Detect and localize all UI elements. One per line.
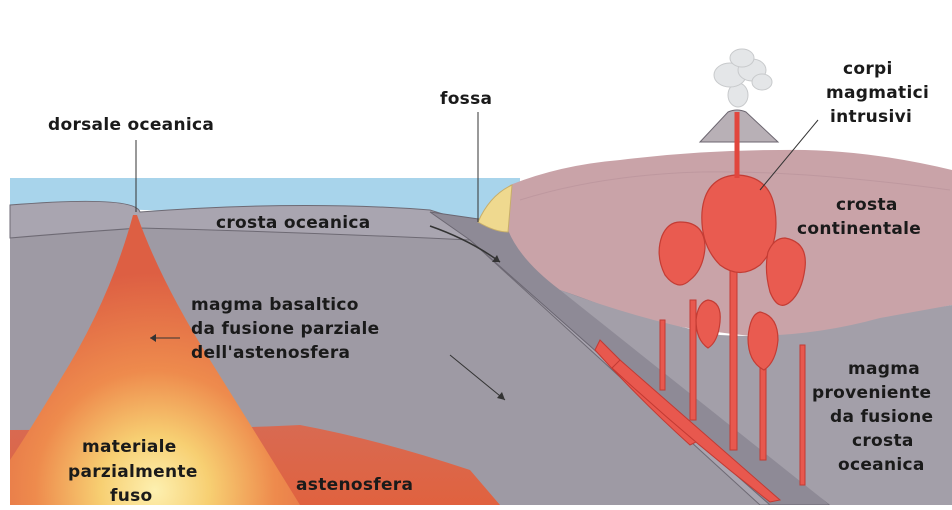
label-corpi-1: corpi: [843, 59, 893, 79]
label-materiale-1: materiale: [82, 437, 177, 457]
label-dorsale: dorsale oceanica: [48, 115, 214, 135]
label-magma-proveniente-4: crosta: [852, 431, 914, 451]
label-magma-proveniente-2: proveniente: [812, 383, 931, 403]
label-magma-proveniente-1: magma: [848, 359, 920, 379]
eruption-plume: [714, 49, 772, 107]
label-magma-proveniente-3: da fusione: [830, 407, 933, 427]
label-crosta-oceanica: crosta oceanica: [216, 213, 371, 233]
label-astenosfera: astenosfera: [296, 475, 413, 495]
label-corpi-3: intrusivi: [830, 107, 912, 127]
label-crosta-continentale-1: crosta: [836, 195, 898, 215]
label-magma-basaltico-3: dell'astenosfera: [191, 343, 350, 363]
label-crosta-continentale-2: continentale: [797, 219, 921, 239]
label-materiale-2: parzialmente: [68, 462, 198, 482]
label-fossa: fossa: [440, 89, 492, 109]
label-magma-basaltico-1: magma basaltico: [191, 295, 359, 315]
label-magma-proveniente-5: oceanica: [838, 455, 925, 475]
label-corpi-2: magmatici: [826, 83, 929, 103]
label-materiale-3: fuso: [110, 486, 153, 505]
label-magma-basaltico-2: da fusione parziale: [191, 319, 380, 339]
